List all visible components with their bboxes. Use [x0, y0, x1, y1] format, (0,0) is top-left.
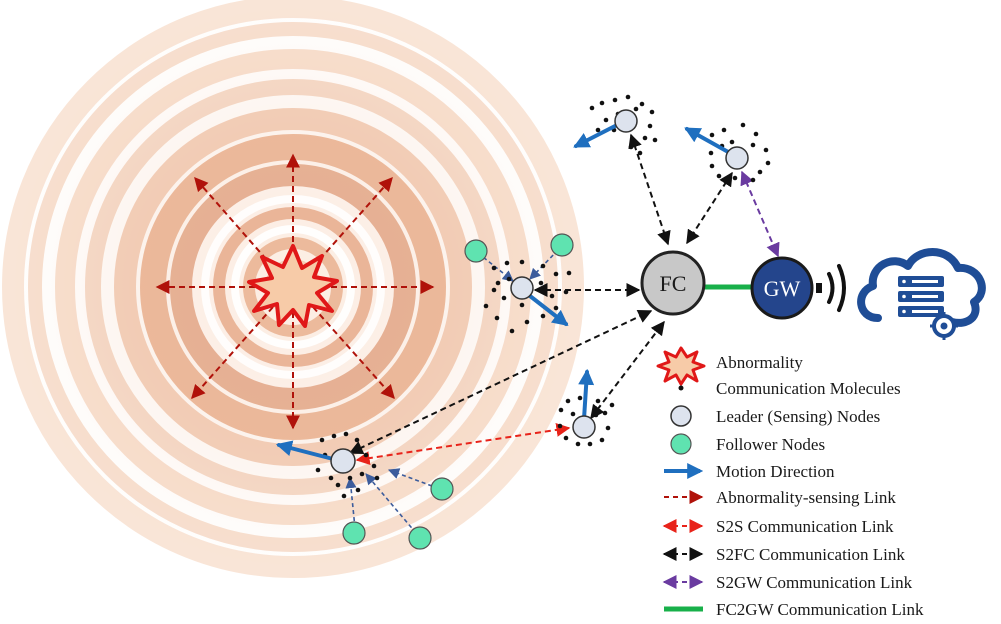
- wireless-signal-icon: [816, 264, 846, 312]
- s2gw-link: [740, 170, 780, 258]
- leader-node-top-right: [725, 146, 749, 170]
- abnormality-burst-icon: [247, 244, 339, 328]
- leader-node-middle: [510, 276, 534, 300]
- motion-arrow-bottom-right: [578, 368, 595, 421]
- legend: Abnormality Communication Molecules Lead…: [656, 346, 924, 619]
- gateway-node: GW: [750, 256, 814, 320]
- legend-label-molecules: Communication Molecules: [716, 379, 901, 398]
- motion-arrow-top-left: [573, 122, 621, 148]
- legend-burst-icon: [656, 346, 706, 386]
- molecule-cluster-middle: [483, 259, 572, 334]
- legend-label-leader: Leader (Sensing) Nodes: [716, 407, 880, 426]
- cloud-server-icon: [857, 248, 986, 340]
- leader-node-bottom-right: [572, 415, 596, 439]
- gw-label: GW: [764, 276, 801, 301]
- follower-node: [342, 521, 366, 545]
- leader-node-top-left: [614, 109, 638, 133]
- leader-node-bottom-left: [330, 448, 356, 474]
- s2fc-link-bottom-right: [590, 320, 665, 420]
- fusion-center-node: FC: [640, 250, 706, 316]
- s2fc-link-top-left: [628, 133, 671, 246]
- motion-arrow-top-right: [684, 127, 732, 155]
- legend-label-s2fc: S2FC Communication Link: [716, 545, 905, 564]
- legend-label-s2s: S2S Communication Link: [716, 517, 894, 536]
- legend-molecule-dot-icon: [678, 385, 684, 391]
- follower-node: [550, 233, 574, 257]
- motion-arrow-middle: [528, 294, 569, 326]
- s2fc-link-top-right: [686, 171, 733, 245]
- legend-label-fc2gw: FC2GW Communication Link: [716, 600, 924, 619]
- legend-label-s2gw: S2GW Communication Link: [716, 573, 913, 592]
- molecule-cluster-top-left: [589, 94, 658, 156]
- molecule-cluster-top-right: [708, 122, 771, 183]
- leader-nodes: [330, 109, 749, 474]
- follower-node: [464, 239, 488, 263]
- legend-follower-node-icon: [670, 433, 692, 455]
- legend-label-abnormality-link: Abnormality-sensing Link: [716, 488, 896, 507]
- legend-leader-node-icon: [670, 405, 692, 427]
- motion-arrow-bottom-left: [275, 440, 335, 461]
- fc-label: FC: [660, 271, 687, 296]
- s2s-link: [355, 422, 571, 466]
- follower-node: [430, 477, 454, 501]
- legend-label-abnormality: Abnormality: [716, 353, 803, 372]
- legend-label-follower: Follower Nodes: [716, 435, 825, 454]
- sensing-arrow-down-left: [191, 306, 274, 400]
- molecule-cluster-bottom-left: [315, 431, 380, 499]
- follower-node: [408, 526, 432, 550]
- molecule-cluster-bottom-right: [557, 395, 615, 447]
- follower-nodes: [342, 233, 574, 550]
- motion-arrows: [275, 122, 732, 461]
- legend-label-motion: Motion Direction: [716, 462, 835, 481]
